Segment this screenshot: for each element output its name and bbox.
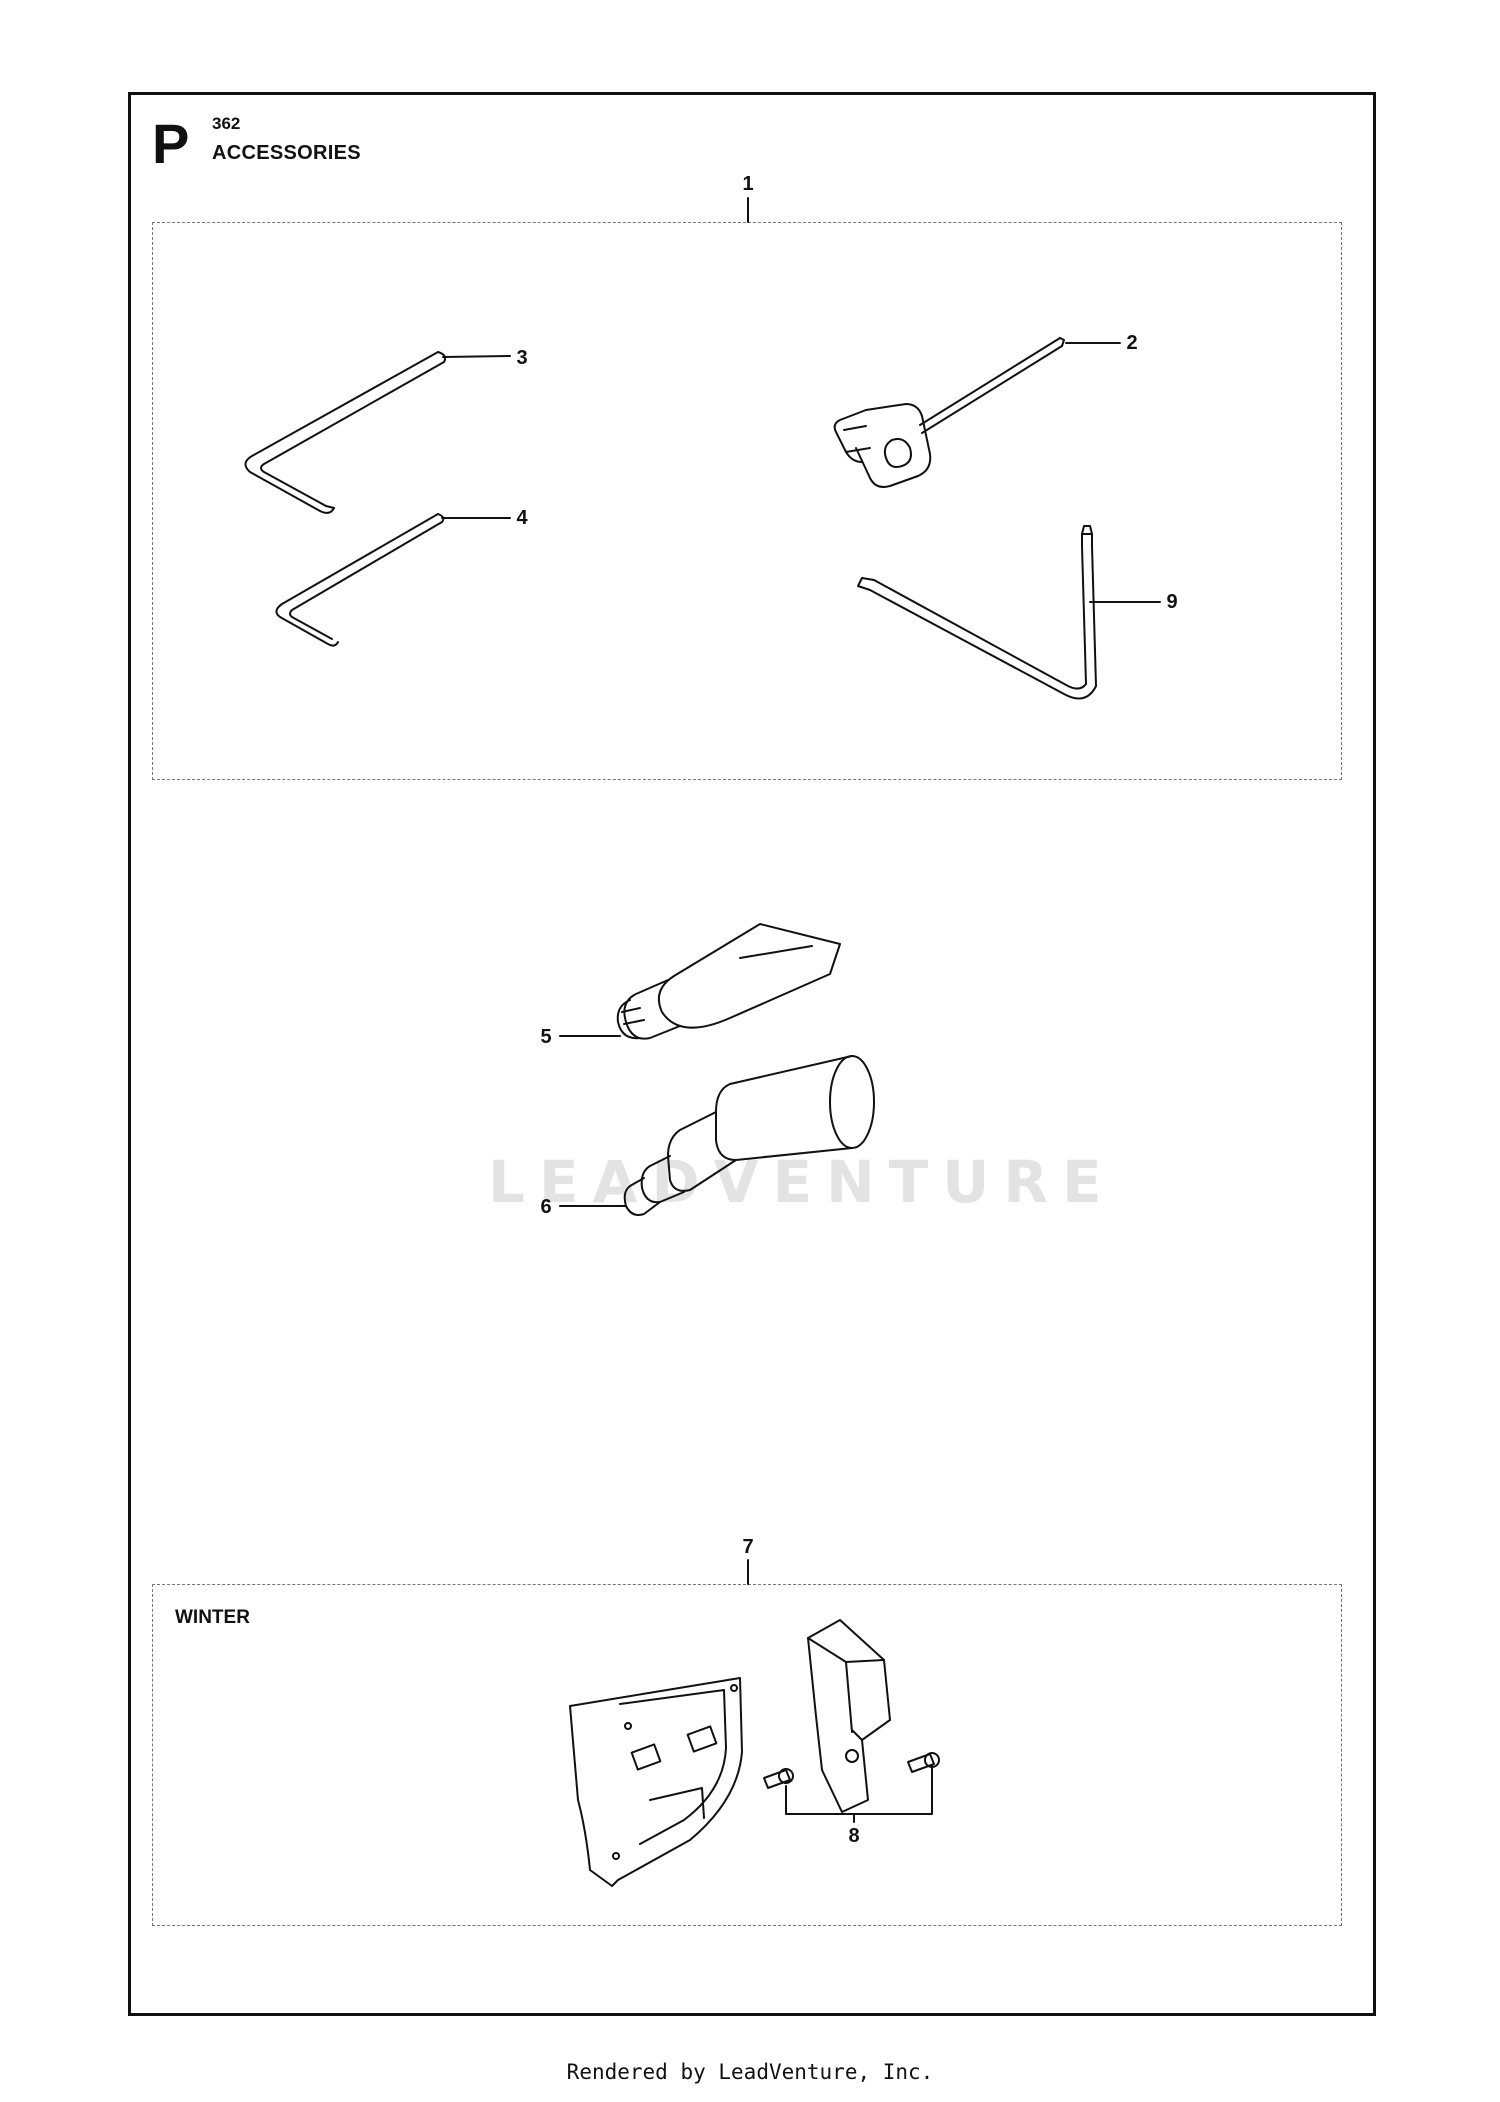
- watermark: LEADVENTURE: [488, 1148, 1116, 1216]
- hex-key-icon: [244, 351, 511, 514]
- grease-gun-icon: [559, 1055, 875, 1216]
- callout-8: 8: [848, 1825, 860, 1847]
- combination-spanner-icon: [833, 337, 1121, 488]
- callout-5: 5: [540, 1026, 552, 1048]
- group-box-tools: [152, 222, 1342, 780]
- callout-7: 7: [742, 1536, 754, 1558]
- group-box-winter: [152, 1584, 1342, 1926]
- grease-tube-icon: [559, 923, 841, 1040]
- callout-1: 1: [742, 173, 754, 195]
- callout-2: 2: [1126, 332, 1138, 354]
- callout-3: 3: [516, 347, 528, 369]
- winter-kit-icon: [569, 1619, 940, 1887]
- page-title: ACCESSORIES: [212, 142, 361, 164]
- callout-9: 9: [1166, 591, 1178, 613]
- group-label-winter: WINTER: [175, 1607, 250, 1628]
- torx-key-icon: [857, 525, 1161, 700]
- callout-6: 6: [540, 1196, 552, 1218]
- callout-4: 4: [516, 507, 528, 529]
- render-credit: Rendered by LeadVenture, Inc.: [566, 2060, 934, 2084]
- hex-key-small-icon: [275, 513, 511, 647]
- section-letter: P: [152, 112, 190, 175]
- diagram-frame: [128, 92, 1376, 2016]
- model-number: 362: [212, 114, 241, 133]
